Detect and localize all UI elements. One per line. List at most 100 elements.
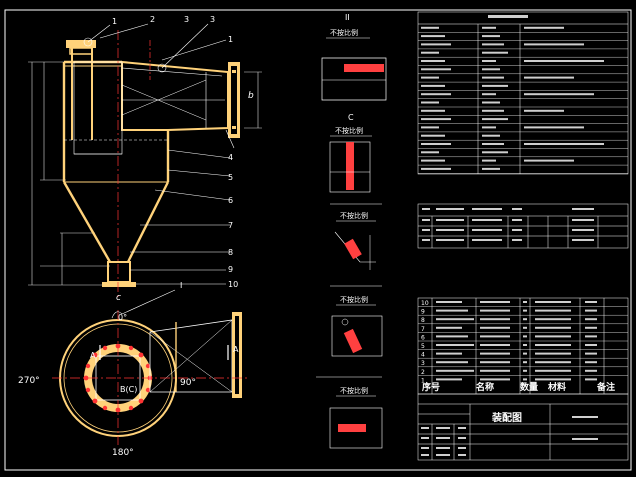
spec-cell-text <box>421 35 445 38</box>
spec-cell-text <box>421 151 439 154</box>
parts-cell-text <box>523 335 527 338</box>
spec-cell-text <box>524 60 604 62</box>
spec-cell-text <box>482 76 504 79</box>
parts-cell-text <box>436 378 462 381</box>
parts-cell-text <box>523 344 527 346</box>
nozzle-cell-text <box>436 229 464 231</box>
parts-cell-text <box>523 309 527 312</box>
parts-cell-text <box>436 352 462 355</box>
spec-cell-text <box>421 134 445 137</box>
dim-label-b: b <box>248 91 254 101</box>
parts-row-number: 7 <box>421 326 425 333</box>
detail-ii-heading: II <box>345 13 350 22</box>
plan-center-label: B(C) <box>120 385 137 394</box>
spec-cell-text <box>524 126 584 129</box>
spec-cell-text <box>482 109 504 112</box>
parts-cell-text <box>535 361 571 364</box>
parts-cell-text <box>523 326 527 329</box>
parts-cell-text <box>585 318 597 321</box>
nozzle-cell-text <box>422 239 430 241</box>
parts-row-number: 5 <box>421 343 425 350</box>
spec-cell-text <box>482 126 496 129</box>
title-cell-text <box>436 447 450 449</box>
nozzle-cell-text <box>422 229 430 231</box>
spec-cell-text <box>421 76 439 79</box>
plan-view: 270° 90° 180° 0° A A B(C) <box>18 289 250 458</box>
spec-cell-text <box>421 93 451 96</box>
detail-ii-scale: 不按比例 <box>330 28 358 37</box>
callout-top-3: 3 <box>184 15 189 24</box>
spec-cell-text <box>482 118 508 121</box>
nozzle-cell-text <box>512 219 522 221</box>
parts-header-note: 备注 <box>596 381 615 393</box>
detail-c-heading: C <box>348 113 354 122</box>
parts-row-number: 4 <box>421 352 425 359</box>
parts-cell-text <box>436 369 474 372</box>
parts-row-number: 2 <box>421 369 425 376</box>
nozzle-cell-text <box>436 219 464 221</box>
spec-cell-text <box>421 118 451 121</box>
nozzle-cell-text <box>472 239 502 241</box>
parts-cell-text <box>535 335 571 338</box>
title-cell-text <box>458 437 466 439</box>
parts-cell-text <box>480 361 510 364</box>
parts-cell-text <box>585 344 597 346</box>
tech-spec-rows <box>418 32 628 174</box>
parts-header-qty: 数量 <box>520 381 538 393</box>
nozzle-cell-text <box>572 219 594 221</box>
title-cell-text <box>436 437 450 439</box>
nozzle-cell-text <box>436 239 464 241</box>
spec-cell-text <box>524 26 564 29</box>
parts-cell-text <box>585 301 597 303</box>
title-block-title: 装配图 <box>491 411 522 424</box>
tech-spec-cells <box>421 15 604 170</box>
parts-cells <box>436 301 597 381</box>
nozzle-cell-text <box>422 219 430 221</box>
callout-right-1: 1 <box>228 35 233 44</box>
parts-cell-text <box>535 309 571 312</box>
spec-cell-text <box>421 60 445 62</box>
parts-cell-text <box>585 369 597 372</box>
parts-cell-text <box>535 352 571 355</box>
spec-cell-text <box>524 43 584 46</box>
spec-cell-text <box>482 159 496 162</box>
spec-cell-text <box>482 43 504 46</box>
nozzle-cells <box>422 208 594 241</box>
title-cell-text <box>458 454 466 456</box>
callout-right-4: 4 <box>228 153 233 162</box>
callout-top-1: 1 <box>112 17 117 26</box>
nozzle-cell-text <box>572 208 594 210</box>
title-cell-text <box>436 427 450 429</box>
spec-cell-text <box>524 143 604 145</box>
parts-cell-text <box>480 301 510 303</box>
parts-cell-text <box>523 318 527 321</box>
title-cell-text <box>421 427 429 429</box>
spec-cell-text <box>482 84 508 87</box>
tech-spec-table <box>417 11 629 175</box>
nozzle-cell-text <box>436 208 464 210</box>
nozzle-cell-text <box>512 208 522 210</box>
callout-right-8: 8 <box>228 248 233 257</box>
spec-cell-text <box>421 101 439 104</box>
title-cell-text <box>421 437 429 439</box>
title-cell-text <box>436 454 450 456</box>
parts-cell-text <box>535 318 571 321</box>
callout-right-9: 9 <box>228 265 233 274</box>
spec-cell-text <box>482 60 496 62</box>
detail-4-scale: 不按比例 <box>340 295 368 304</box>
spec-cell-text <box>421 159 445 162</box>
nozzle-cell-text <box>422 208 430 210</box>
parts-cell-text <box>480 326 510 329</box>
parts-row-number: 9 <box>421 309 425 316</box>
parts-rows <box>418 306 628 376</box>
parts-cell-text <box>436 326 462 329</box>
plan-section-left: A <box>90 351 96 360</box>
parts-cell-text <box>585 309 597 312</box>
parts-cell-text <box>480 318 510 321</box>
spec-cell-text <box>482 143 504 145</box>
parts-cell-text <box>480 378 510 381</box>
parts-cell-text <box>535 326 571 329</box>
detail-views: II 不按比例 C 不按比例 不按比例 不按比例 不按比例 <box>316 13 387 449</box>
spec-cell-text <box>524 109 564 112</box>
